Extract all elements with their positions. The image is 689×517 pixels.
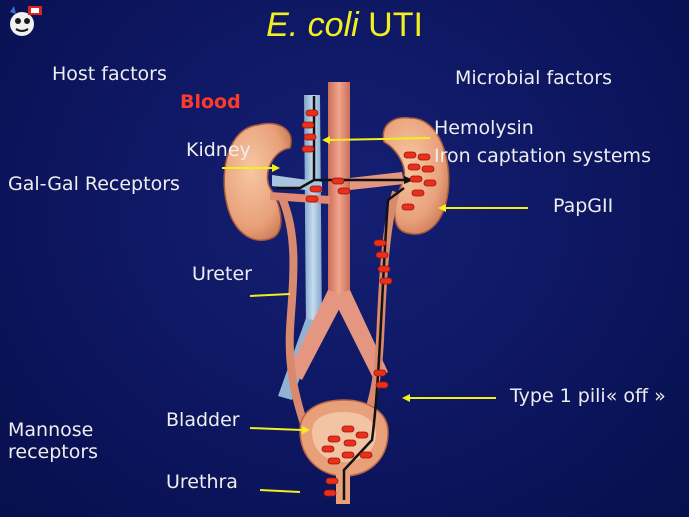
left-kidney	[223, 122, 292, 241]
left-ureter	[278, 196, 310, 432]
left-iliac-artery	[288, 290, 346, 380]
bacterium	[411, 189, 425, 197]
right-iliac-artery	[332, 290, 388, 380]
bacterium	[359, 451, 373, 459]
bacterium	[301, 121, 315, 129]
hemolysin-pointer	[329, 137, 431, 141]
bacterium	[337, 187, 351, 195]
urethra-pointer	[259, 489, 301, 493]
bacterium	[355, 431, 369, 439]
type1-pointer-head	[402, 394, 410, 402]
bacterium	[379, 277, 393, 285]
urethra-label: Urethra	[166, 471, 238, 493]
bacterium	[417, 153, 431, 161]
bladder-pointer-head	[302, 426, 310, 434]
bacterium	[403, 151, 417, 159]
bacterium	[401, 203, 415, 211]
bacterium	[321, 445, 335, 453]
bacterium	[341, 425, 355, 433]
bacterium	[341, 451, 355, 459]
ureter-pointer	[249, 293, 291, 297]
kidney-label: Kidney	[186, 139, 251, 161]
bacterium	[409, 175, 423, 183]
title-suffix: UTI	[358, 6, 423, 44]
host-factors-heading: Host factors	[52, 63, 167, 85]
bacterium	[327, 457, 341, 465]
bacterium	[303, 133, 317, 141]
bacterium	[423, 179, 437, 187]
bacterium	[301, 145, 315, 153]
bacterium	[375, 381, 389, 389]
left-renal-artery	[270, 192, 330, 204]
mannose-line-1: Mannose	[8, 419, 94, 441]
mannose-line-2: receptors	[8, 440, 99, 463]
right-ureter	[356, 190, 400, 433]
vena-cava	[304, 95, 322, 330]
bacterium	[377, 265, 391, 273]
gal-gal-receptors-label: Gal-Gal Receptors	[8, 173, 180, 195]
cartoon-logo-icon	[10, 6, 42, 36]
bacterium	[305, 109, 319, 117]
type1-pili-label: Type 1 pili« off »	[510, 385, 666, 407]
bacterium	[407, 163, 421, 171]
iron-captation-label: Iron captation systems	[434, 145, 651, 167]
blood-label: Blood	[180, 91, 241, 113]
left-renal-vessel	[272, 175, 322, 192]
slide-title: E. coli UTI	[0, 6, 689, 45]
bacteria-group	[301, 109, 437, 497]
bacterium	[373, 239, 387, 247]
bacterium	[327, 435, 341, 443]
hemolysin-label: Hemolysin	[434, 117, 534, 139]
bacterium	[323, 489, 337, 497]
bacterium	[373, 369, 387, 377]
bladder-pointer	[249, 427, 303, 431]
bacterium	[331, 177, 345, 185]
bacterium	[325, 477, 339, 485]
path-arrowhead	[404, 176, 414, 184]
bacterium	[343, 439, 357, 447]
papgii-pointer-head	[438, 204, 446, 212]
bladder-label: Bladder	[166, 409, 240, 431]
bacteria-path-ascending	[342, 187, 405, 500]
hemolysin-pointer-head	[322, 136, 330, 144]
ureter-label: Ureter	[192, 263, 252, 285]
microbial-factors-heading: Microbial factors	[455, 67, 613, 89]
bacterium	[375, 251, 389, 259]
bacterium	[305, 195, 319, 203]
papgii-label: PapGII	[553, 195, 614, 217]
title-organism: E. coli	[266, 6, 359, 44]
bacterium	[421, 165, 435, 173]
kidney-pointer-head	[272, 164, 280, 172]
bacterium	[309, 185, 323, 193]
